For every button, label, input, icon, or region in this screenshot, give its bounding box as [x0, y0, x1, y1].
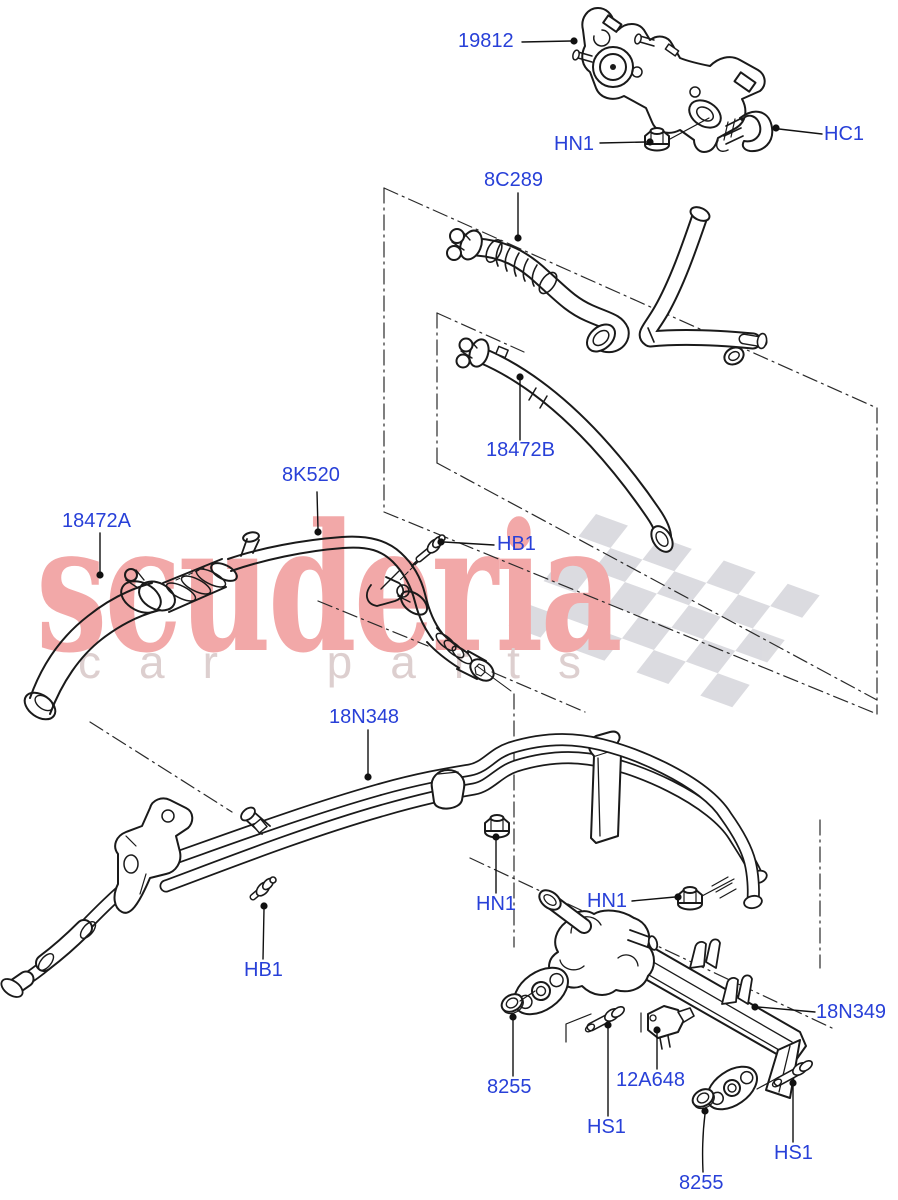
tube-8k520-art — [227, 531, 495, 682]
part-label-hc1[interactable]: HC1 — [824, 123, 865, 145]
part-label-18472b[interactable]: 18472B — [486, 439, 555, 461]
part-label-hb1-top[interactable]: HB1 — [497, 533, 536, 555]
part-label-8c289[interactable]: 8C289 — [484, 169, 543, 191]
part-label-hn1-top[interactable]: HN1 — [554, 133, 595, 155]
bolt-hs1-right-art — [771, 1060, 813, 1088]
part-label-8k520[interactable]: 8K520 — [282, 464, 340, 486]
assembly-lines — [519, 117, 780, 1090]
valve-rail-18n349-art — [513, 889, 807, 1111]
part-label-hn1-right[interactable]: HN1 — [587, 890, 628, 912]
part-label-18472a[interactable]: 18472A — [62, 510, 131, 532]
watermark: scuderia car parts — [36, 486, 820, 708]
part-label-19812[interactable]: 19812 — [458, 30, 514, 52]
leader-dots — [96, 37, 797, 1115]
part-label-8255-left[interactable]: 8255 — [487, 1076, 532, 1098]
part-label-hs1-right[interactable]: HS1 — [774, 1142, 813, 1164]
nut-hn1-right-art — [677, 886, 703, 911]
washer-8255-right-art — [691, 1088, 715, 1110]
clip-hc1-art — [723, 110, 774, 153]
bracket-19812-art — [572, 7, 766, 153]
part-label-18n348[interactable]: 18N348 — [329, 706, 400, 728]
phantom-construction-lines — [89, 187, 878, 1029]
watermark-tagline: car parts — [78, 636, 619, 688]
part-label-hb1-bottom[interactable]: HB1 — [244, 959, 283, 981]
part-label-8255-right[interactable]: 8255 — [679, 1172, 724, 1194]
checkered-flag-watermark — [508, 514, 820, 708]
pipes-18n348-art — [0, 730, 768, 998]
part-label-18n349[interactable]: 18N349 — [816, 1001, 887, 1023]
axis-line — [476, 665, 512, 692]
hose-18472a-art — [23, 558, 238, 721]
leader-lines — [99, 40, 823, 1173]
bolt-hb1-bottom-art — [249, 876, 277, 901]
nut-hn1-left-art — [484, 814, 510, 839]
part-label-hn1-left[interactable]: HN1 — [476, 893, 517, 915]
hose-18472b-art — [455, 337, 674, 553]
hose-8c289-art — [446, 206, 768, 366]
part-label-hs1-left[interactable]: HS1 — [587, 1116, 626, 1138]
bolt-hs1-left-art — [584, 1006, 625, 1033]
washer-8255-left-art — [500, 993, 524, 1015]
part-label-12a648[interactable]: 12A648 — [616, 1069, 685, 1091]
